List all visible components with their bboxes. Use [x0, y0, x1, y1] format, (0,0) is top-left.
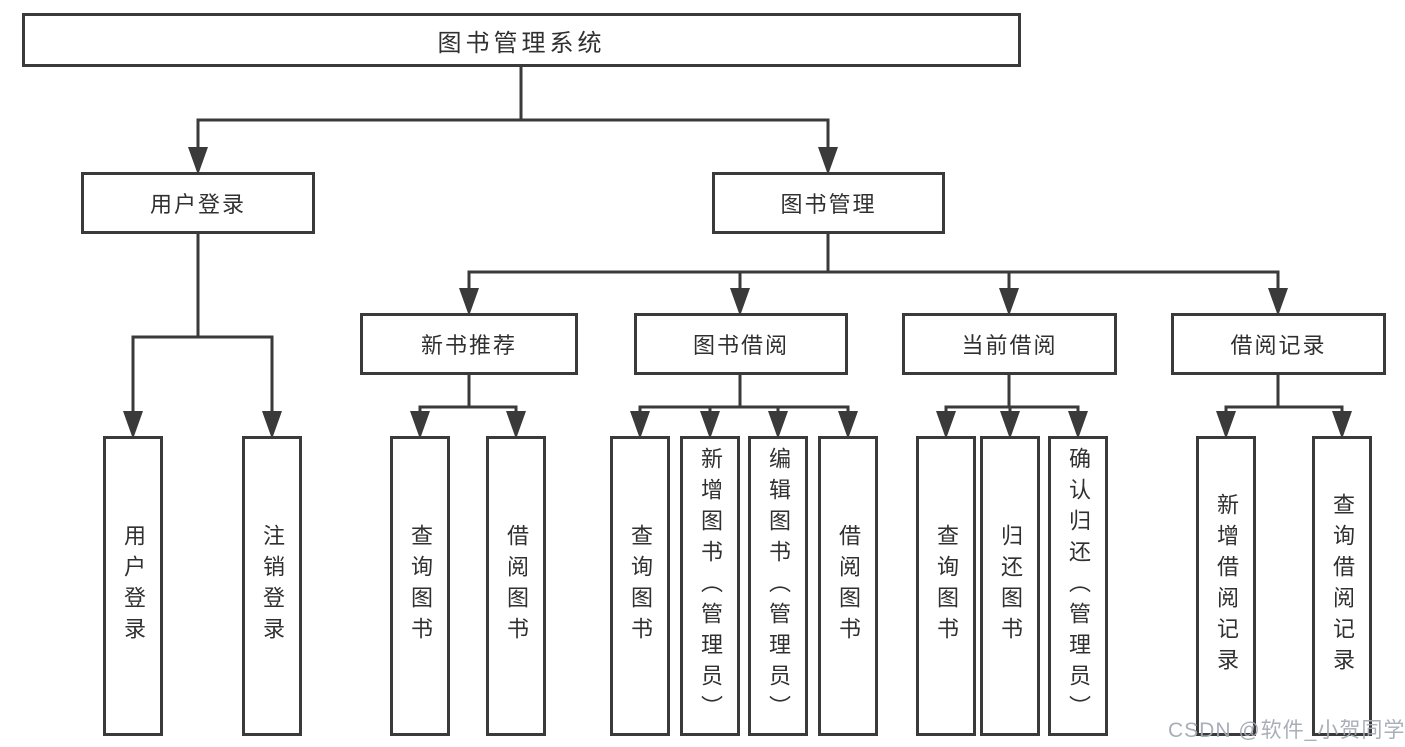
- leaf-current-query-books: 查询图书: [916, 436, 976, 736]
- leaf-borrow-query-books-label: 查询图书: [628, 524, 653, 648]
- leaf-current-confirm-return: 确认归还（管理员）: [1048, 436, 1108, 736]
- node-book-management-label: 图书管理: [780, 192, 877, 217]
- leaf-current-return-books: 归还图书: [980, 436, 1040, 736]
- leaf-borrow-add-books-label: 新增图书（管理员）: [698, 446, 723, 726]
- connector-current-group: [936, 373, 1088, 439]
- leaf-borrow-borrow-books-label: 借阅图书: [836, 524, 861, 648]
- leaf-recommend-borrow-books-label: 借阅图书: [504, 524, 529, 648]
- node-new-book-recommend-label: 新书推荐: [420, 333, 517, 358]
- connector-records-group: [1216, 373, 1352, 439]
- connector-login-group: [123, 232, 282, 439]
- node-root: 图书管理系统: [22, 13, 1021, 67]
- leaf-recommend-query-books: 查询图书: [390, 436, 450, 736]
- leaf-user-login-label: 用户登录: [121, 524, 146, 648]
- node-borrow-records-label: 借阅记录: [1230, 333, 1327, 358]
- leaf-current-return-books-label: 归还图书: [998, 524, 1023, 648]
- node-book-borrow-label: 图书借阅: [692, 333, 789, 358]
- node-book-borrow: 图书借阅: [634, 313, 848, 375]
- leaf-records-add-record: 新增借阅记录: [1196, 436, 1256, 736]
- leaf-records-add-record-label: 新增借阅记录: [1214, 493, 1239, 679]
- leaf-records-query-record: 查询借阅记录: [1312, 436, 1372, 736]
- connector-root-to-level2: [188, 65, 838, 175]
- leaf-borrow-add-books: 新增图书（管理员）: [680, 436, 740, 736]
- node-current-borrow-label: 当前借阅: [961, 333, 1058, 358]
- node-root-label: 图书管理系统: [437, 29, 606, 57]
- connector-mgmt-to-level3: [459, 232, 1288, 316]
- leaf-borrow-edit-books-label: 编辑图书（管理员）: [766, 446, 791, 726]
- leaf-user-login: 用户登录: [103, 436, 163, 736]
- leaf-borrow-borrow-books: 借阅图书: [818, 436, 878, 736]
- csdn-watermark: CSDN @软件_小贺同学: [1168, 719, 1405, 742]
- connector-recommend-group: [410, 373, 526, 439]
- node-new-book-recommend: 新书推荐: [360, 313, 578, 375]
- leaf-records-query-record-label: 查询借阅记录: [1330, 493, 1355, 679]
- connector-borrow-group: [630, 373, 858, 439]
- leaf-recommend-query-books-label: 查询图书: [408, 524, 433, 648]
- node-user-login: 用户登录: [81, 172, 315, 234]
- node-borrow-records: 借阅记录: [1171, 313, 1386, 375]
- leaf-borrow-edit-books: 编辑图书（管理员）: [748, 436, 808, 736]
- leaf-logout: 注销登录: [242, 436, 302, 736]
- leaf-borrow-query-books: 查询图书: [610, 436, 670, 736]
- node-current-borrow: 当前借阅: [902, 313, 1117, 375]
- node-user-login-label: 用户登录: [149, 192, 246, 217]
- leaf-current-query-books-label: 查询图书: [934, 524, 959, 648]
- leaf-logout-label: 注销登录: [260, 524, 285, 648]
- leaf-current-confirm-return-label: 确认归还（管理员）: [1066, 446, 1091, 726]
- node-book-management: 图书管理: [712, 172, 945, 234]
- leaf-recommend-borrow-books: 借阅图书: [486, 436, 546, 736]
